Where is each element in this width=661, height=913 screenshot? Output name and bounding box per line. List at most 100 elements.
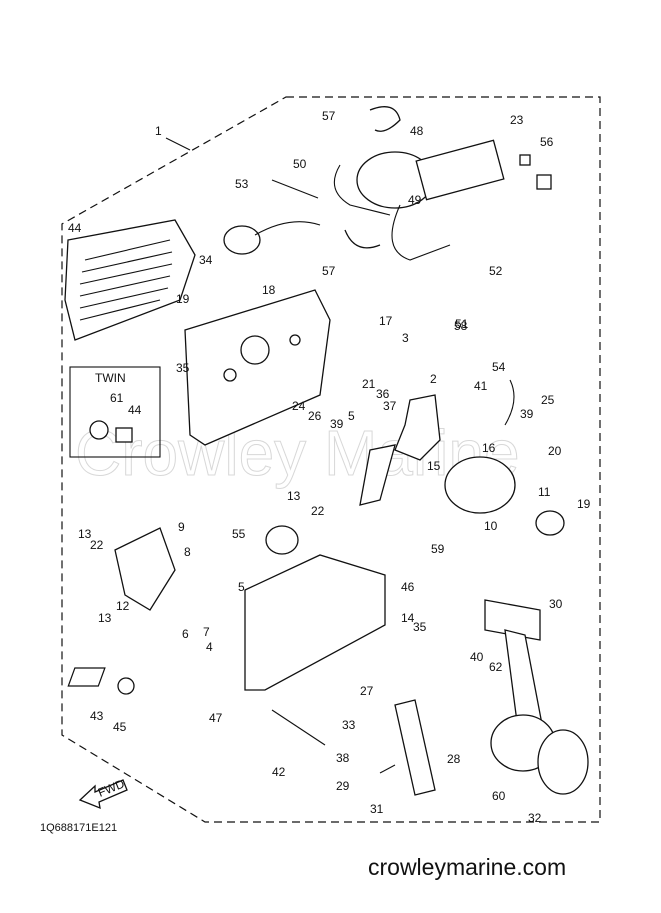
bracket-33 (67, 667, 106, 687)
bracket-56 (536, 174, 552, 190)
callout-25: 25 (541, 393, 555, 407)
callout-50: 50 (293, 157, 307, 171)
callout-17: 17 (379, 314, 393, 328)
callout-53: 53 (235, 177, 249, 191)
cover-plate-44 (64, 219, 196, 341)
callout-31: 31 (370, 802, 384, 816)
main-plate (184, 289, 331, 446)
cap-32 (537, 729, 589, 795)
callout-19: 19 (577, 497, 591, 511)
clip-57-top (369, 106, 401, 132)
callout-29: 29 (336, 779, 350, 793)
footer-site: crowleymarine.com (368, 854, 567, 880)
leader-1 (165, 137, 191, 151)
callout-2: 2 (430, 372, 437, 386)
switch-53 (223, 225, 261, 255)
callout-27: 27 (360, 684, 374, 698)
twin-spacer-44 (115, 427, 133, 443)
callout-45: 45 (113, 720, 127, 734)
callout-5: 5 (238, 580, 245, 594)
lever-31 (394, 699, 436, 796)
callout-35: 35 (176, 361, 190, 375)
callout-47: 47 (209, 711, 223, 725)
callout-22: 22 (311, 504, 325, 518)
twin-inset-title: TWIN (95, 371, 126, 385)
callout-7: 7 (203, 625, 210, 639)
twin-inset-box (69, 366, 161, 458)
wire-54 (504, 379, 515, 426)
callout-15: 15 (427, 459, 441, 473)
callout-55: 55 (232, 527, 246, 541)
callout-13: 13 (287, 489, 301, 503)
cam-2 (394, 394, 441, 461)
callout-21: 21 (362, 377, 376, 391)
callout-19: 19 (176, 292, 190, 306)
callout-57: 57 (322, 264, 336, 278)
callout-6: 6 (182, 627, 189, 641)
callout-39: 39 (520, 407, 534, 421)
callout-28: 28 (447, 752, 461, 766)
callout-24: 24 (292, 399, 306, 413)
callout-44: 44 (68, 221, 82, 235)
callout-13: 13 (78, 527, 92, 541)
twin-label-61: 61 (110, 391, 124, 405)
callout-60: 60 (492, 789, 506, 803)
lever-15 (359, 444, 396, 506)
callout-42: 42 (272, 765, 286, 779)
callout-32: 32 (528, 811, 542, 825)
callout-10: 10 (484, 519, 498, 533)
callout-35: 35 (413, 620, 427, 634)
callout-40: 40 (470, 650, 484, 664)
harness-48 (333, 139, 505, 261)
callout-22: 22 (90, 538, 104, 552)
pin-50 (271, 179, 319, 199)
callout-30: 30 (549, 597, 563, 611)
callout-18: 18 (262, 283, 276, 297)
callout-34: 34 (199, 253, 213, 267)
callout-9: 9 (178, 520, 185, 534)
callout-52: 52 (489, 264, 503, 278)
callout-37: 37 (383, 399, 397, 413)
callout-56: 56 (540, 135, 554, 149)
callout-11: 11 (538, 485, 551, 499)
pin-29 (379, 764, 396, 774)
callout-13: 13 (98, 611, 112, 625)
clip-57-bottom (344, 229, 381, 249)
washer-45 (117, 677, 135, 695)
callout-1: 1 (155, 124, 162, 138)
callout-26: 26 (308, 409, 322, 423)
callout-4: 4 (206, 640, 213, 654)
callout-36: 36 (376, 387, 390, 401)
callout-12: 12 (116, 599, 130, 613)
wire-53 (254, 221, 321, 236)
twin-label-44: 44 (128, 403, 142, 417)
callout-3: 3 (402, 331, 409, 345)
callout-38: 38 (336, 751, 350, 765)
callout-49: 49 (408, 193, 422, 207)
callout-62: 62 (489, 660, 503, 674)
grommet-19 (535, 510, 565, 536)
callout-46: 46 (401, 580, 415, 594)
twin-washer-61 (89, 420, 109, 440)
coil-55 (265, 525, 299, 555)
callout-39: 39 (330, 417, 344, 431)
cover-9 (114, 527, 176, 611)
callout-20: 20 (548, 444, 562, 458)
callout-8: 8 (184, 545, 191, 559)
fwd-arrow-icon: FWD (78, 776, 128, 810)
callout-41: 41 (474, 379, 488, 393)
callout-14: 14 (401, 611, 415, 625)
callout-16: 16 (482, 441, 496, 455)
callout-5: 5 (348, 409, 355, 423)
assembly-boundary (61, 96, 601, 823)
gear-housing (444, 456, 516, 514)
callout-43: 43 (90, 709, 104, 723)
callout-51: 51 (455, 317, 469, 331)
callout-33: 33 (342, 718, 356, 732)
callout-48: 48 (410, 124, 424, 138)
callout-59: 59 (431, 542, 445, 556)
callout-54: 54 (492, 360, 506, 374)
callout-58: 58 (454, 319, 468, 333)
